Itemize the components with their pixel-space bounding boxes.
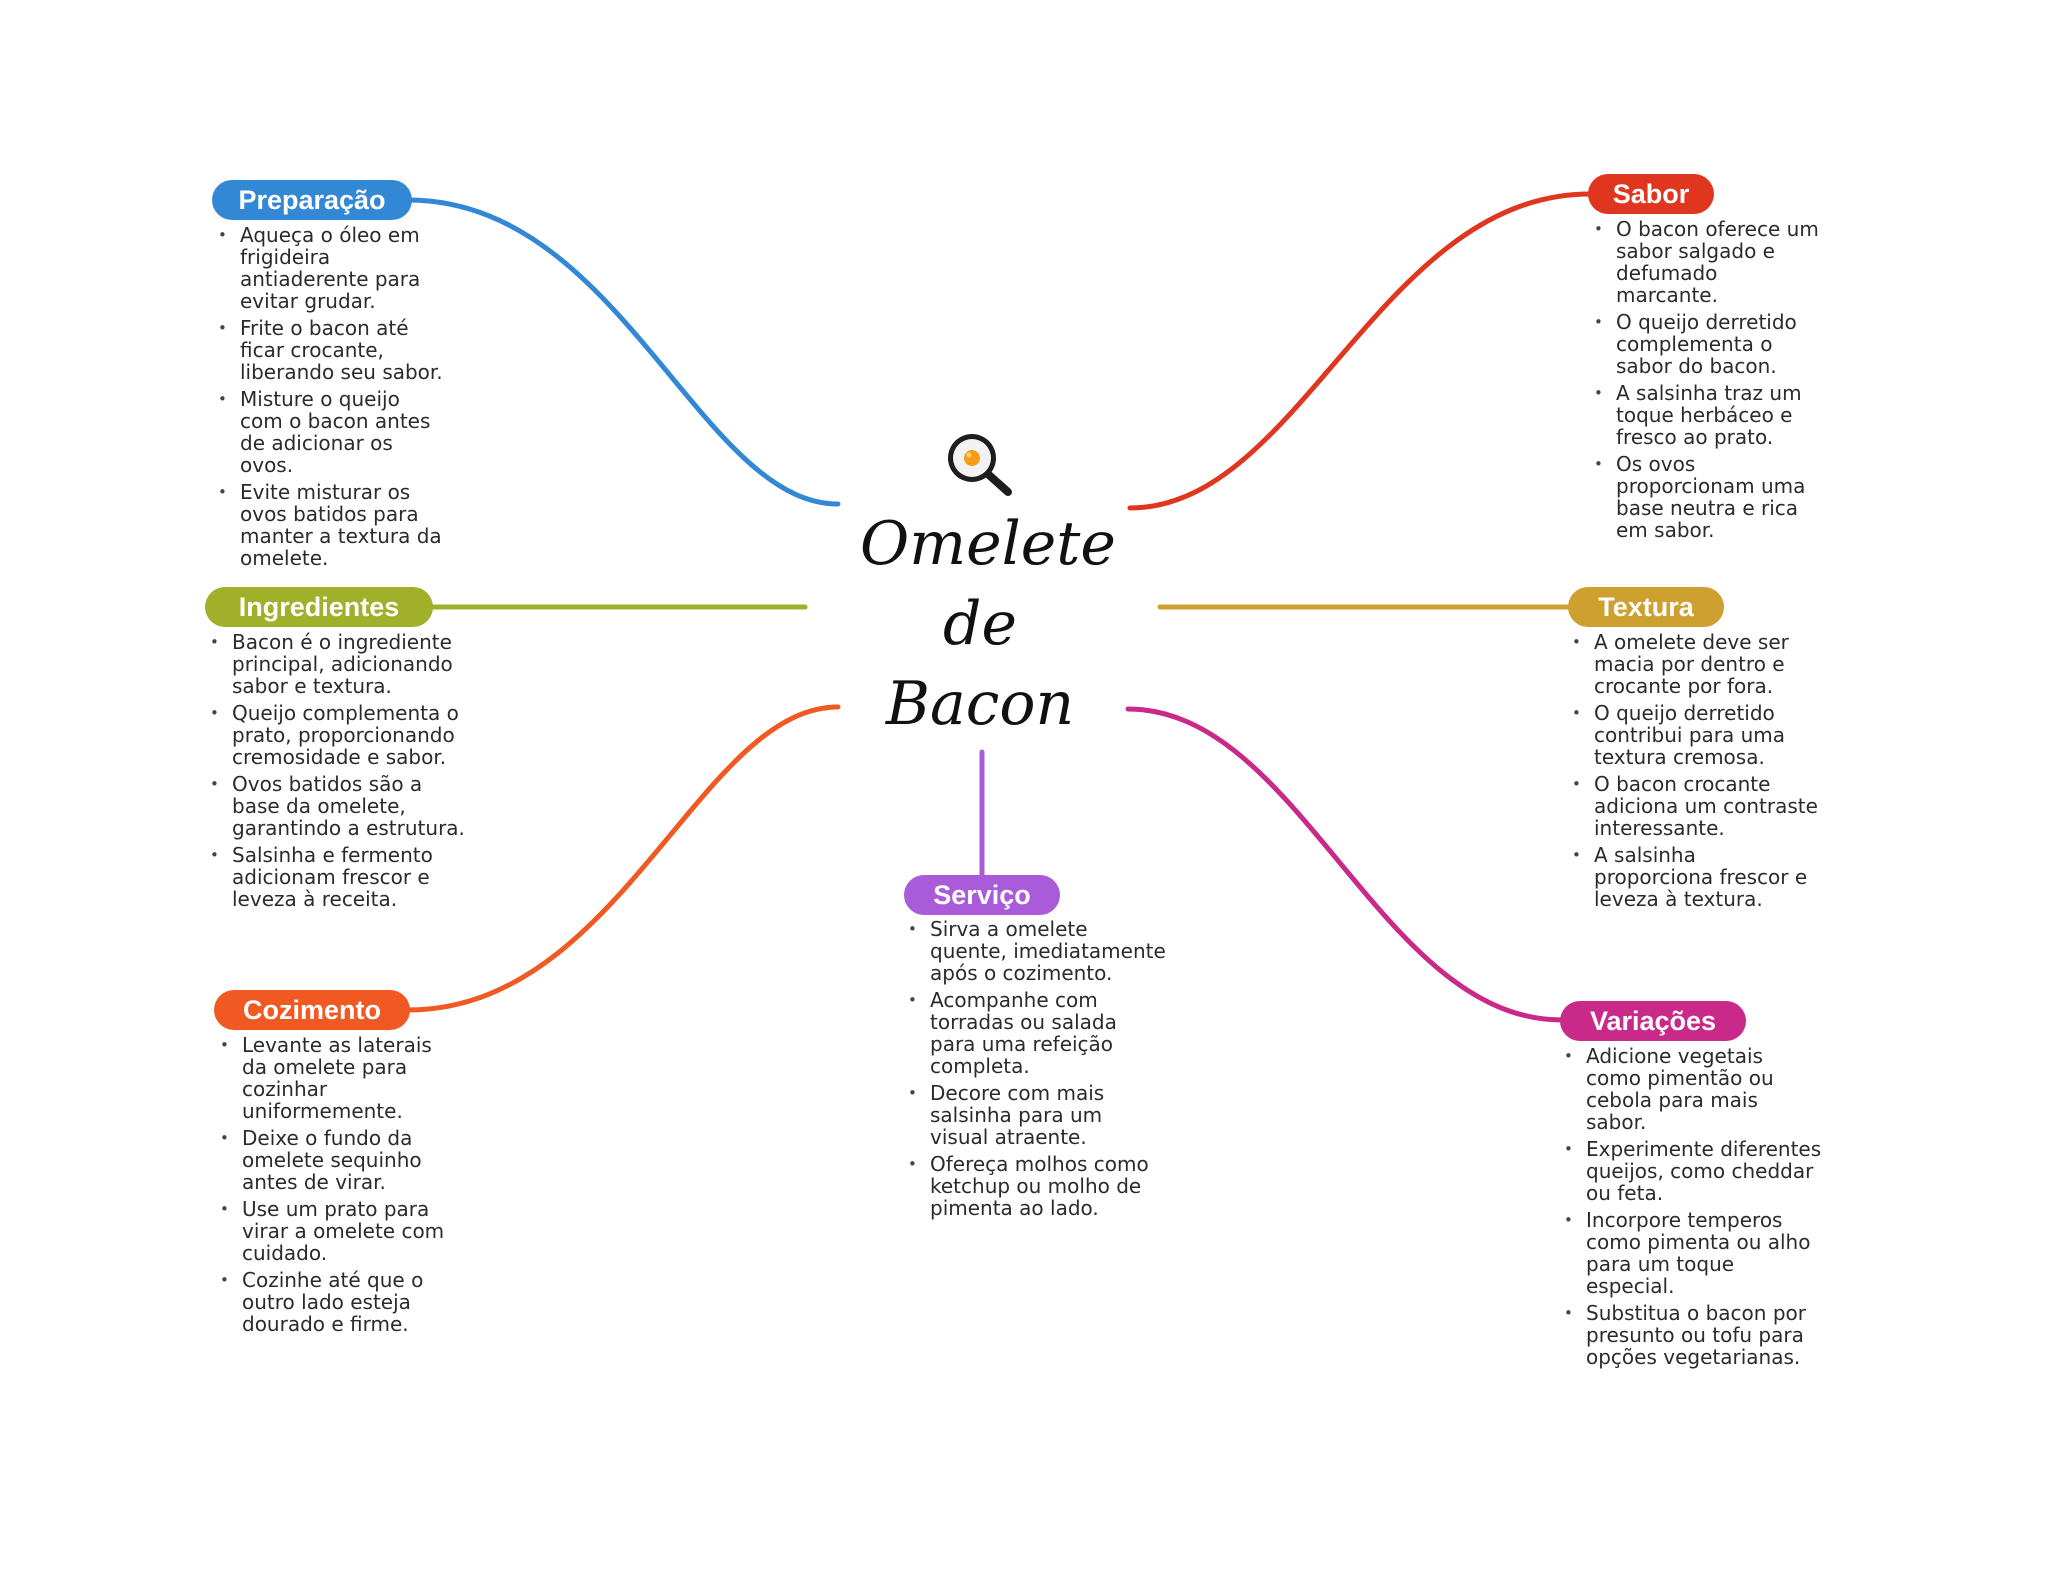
bullet-item: A salsinha traz um toque herbáceo e fres…	[1592, 382, 1822, 448]
bullet-item: Ofereça molhos como ketchup ou molho de …	[906, 1153, 1166, 1219]
connector-variacoes	[1125, 706, 1565, 1023]
notes-ingredientes: Bacon é o ingrediente principal, adicion…	[208, 631, 468, 915]
bullet-item: Sirva a omelete quente, imediatamente ap…	[906, 918, 1166, 984]
bullet-list: Sirva a omelete quente, imediatamente ap…	[906, 918, 1166, 1219]
notes-preparacao: Aqueça o óleo em frigideira antiaderente…	[216, 224, 446, 574]
bullet-list: O bacon oferece um sabor salgado e defum…	[1592, 218, 1822, 541]
notes-servico: Sirva a omelete quente, imediatamente ap…	[906, 918, 1166, 1224]
bullet-item: Bacon é o ingrediente principal, adicion…	[208, 631, 468, 697]
connector-preparacao	[405, 197, 841, 507]
bullet-item: O queijo derretido contribui para uma te…	[1570, 702, 1820, 768]
notes-cozimento: Levante as laterais da omelete para cozi…	[218, 1034, 448, 1340]
bullet-item: A omelete deve ser macia por dentro e cr…	[1570, 631, 1820, 697]
bullet-item: Aqueça o óleo em frigideira antiaderente…	[216, 224, 446, 312]
bullet-item: O queijo derretido complementa o sabor d…	[1592, 311, 1822, 377]
bullet-item: Ovos batidos são a base da omelete, gara…	[208, 773, 468, 839]
bullet-item: Levante as laterais da omelete para cozi…	[218, 1034, 448, 1122]
bullet-list: Bacon é o ingrediente principal, adicion…	[208, 631, 468, 910]
topic-sabor[interactable]: Sabor	[1588, 174, 1714, 214]
central-topic[interactable]: Omelete de Bacon	[860, 430, 1116, 744]
topic-cozimento[interactable]: Cozimento	[214, 990, 410, 1030]
bullet-list: Adicione vegetais como pimentão ou cebol…	[1562, 1045, 1822, 1368]
bullet-item: Cozinhe até que o outro lado esteja dour…	[218, 1269, 448, 1335]
notes-sabor: O bacon oferece um sabor salgado e defum…	[1592, 218, 1822, 546]
bullet-item: A salsinha proporciona frescor e leveza …	[1570, 844, 1820, 910]
topic-textura[interactable]: Textura	[1568, 587, 1724, 627]
bullet-list: A omelete deve ser macia por dentro e cr…	[1570, 631, 1820, 910]
bullet-item: Decore com mais salsinha para um visual …	[906, 1082, 1166, 1148]
bullet-item: Acompanhe com torradas ou salada para um…	[906, 989, 1166, 1077]
notes-textura: A omelete deve ser macia por dentro e cr…	[1570, 631, 1820, 915]
bullet-list: Levante as laterais da omelete para cozi…	[218, 1034, 448, 1335]
central-topic-title: Omelete de Bacon	[860, 509, 1116, 739]
bullet-item: Os ovos proporcionam uma base neutra e r…	[1592, 453, 1822, 541]
notes-variacoes: Adicione vegetais como pimentão ou cebol…	[1562, 1045, 1822, 1373]
bullet-item: O bacon oferece um sabor salgado e defum…	[1592, 218, 1822, 306]
connector-sabor	[1127, 191, 1593, 511]
bullet-item: Incorpore temperos como pimenta ou alho …	[1562, 1209, 1822, 1297]
bullet-list: Aqueça o óleo em frigideira antiaderente…	[216, 224, 446, 569]
bullet-item: Evite misturar os ovos batidos para mant…	[216, 481, 446, 569]
bullet-item: Misture o queijo com o bacon antes de ad…	[216, 388, 446, 476]
connector-cozimento	[405, 704, 841, 1013]
frying-pan-egg-icon	[948, 434, 1012, 496]
bullet-item: Use um prato para virar a omelete com cu…	[218, 1198, 448, 1264]
topic-servico[interactable]: Serviço	[904, 875, 1060, 915]
topic-variacoes[interactable]: Variações	[1560, 1001, 1746, 1041]
bullet-item: O bacon crocante adiciona um contraste i…	[1570, 773, 1820, 839]
bullet-item: Queijo complementa o prato, proporcionan…	[208, 702, 468, 768]
bullet-item: Salsinha e fermento adicionam frescor e …	[208, 844, 468, 910]
bullet-item: Adicione vegetais como pimentão ou cebol…	[1562, 1045, 1822, 1133]
topic-ingredientes[interactable]: Ingredientes	[205, 587, 433, 627]
bullet-item: Frite o bacon até ficar crocante, libera…	[216, 317, 446, 383]
bullet-item: Substitua o bacon por presunto ou tofu p…	[1562, 1302, 1822, 1368]
bullet-item: Deixe o fundo da omelete sequinho antes …	[218, 1127, 448, 1193]
bullet-item: Experimente diferentes queijos, como che…	[1562, 1138, 1822, 1204]
topic-preparacao[interactable]: Preparação	[212, 180, 412, 220]
